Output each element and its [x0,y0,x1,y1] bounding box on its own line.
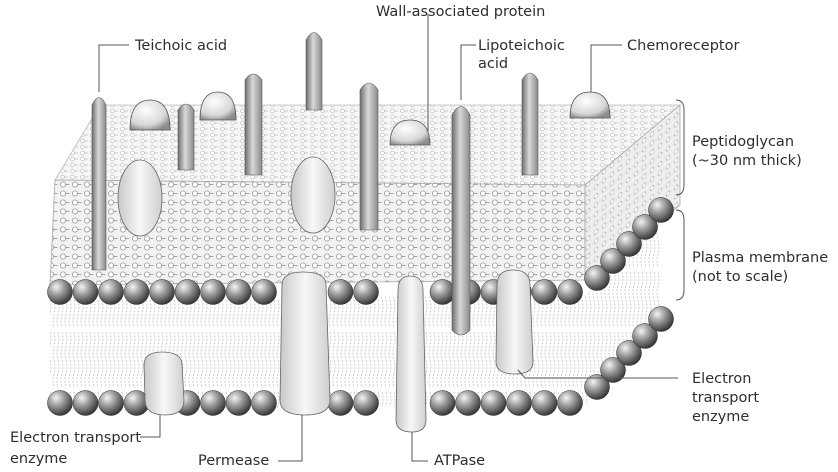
label-plasma-membrane-line2: (not to scale) [692,268,788,286]
lipid-head [252,280,277,305]
lipid-head [73,280,98,305]
electron-transport-left-protein [144,352,184,415]
lipid-head [456,391,481,416]
label-lipoteichoic-acid-line2: acid [478,55,508,73]
lipid-head [481,391,506,416]
label-lipoteichoic-acid-line1: Lipoteichoic [478,37,565,55]
lipid-head [354,280,379,305]
lipid-head [226,391,251,416]
lipid-head [430,280,455,305]
lipid-head [124,280,149,305]
label-peptidoglycan-line1: Peptidoglycan [692,133,794,151]
label-plasma-membrane-line1: Plasma membrane [692,249,828,267]
lipid-head [201,391,226,416]
label-chemoreceptor: Chemoreceptor [627,37,739,55]
lipid-head [175,280,200,305]
label-electron-transport-right-line2: transport [692,389,759,407]
lipid-head [99,391,124,416]
lipid-head [252,391,277,416]
label-electron-transport-left-line2: enzyme [10,450,67,468]
lipid-head [532,391,557,416]
lipid-head [48,280,73,305]
lipid-head [532,280,557,305]
atpase-protein [396,276,426,432]
lipid-head [430,391,455,416]
lipid-head [354,391,379,416]
lipid-head [507,391,532,416]
lipoteichoic-acid-rod [452,107,470,336]
lipid-head [48,391,73,416]
lipid-head [150,280,175,305]
lipid-head [99,280,124,305]
label-wall-associated-protein: Wall-associated protein [376,3,545,21]
electron-transport-right-protein [496,270,533,374]
label-electron-transport-right-line3: enzyme [692,408,749,426]
label-peptidoglycan-line2: (~30 nm thick) [692,152,802,170]
label-teichoic-acid: Teichoic acid [135,37,227,55]
label-electron-transport-right-line1: Electron [692,370,751,388]
lipid-head [73,391,98,416]
label-atpase: ATPase [434,452,485,470]
lipid-head [558,280,583,305]
lipid-head [328,391,353,416]
lipid-head [226,280,251,305]
permease-protein [280,272,330,415]
lipid-head [649,307,674,332]
lipid-head [201,280,226,305]
lipid-head [558,391,583,416]
lipid-head [649,198,674,223]
label-permease: Permease [198,452,269,470]
label-electron-transport-left-line1: Electron transport [10,429,141,447]
lipid-head [328,280,353,305]
